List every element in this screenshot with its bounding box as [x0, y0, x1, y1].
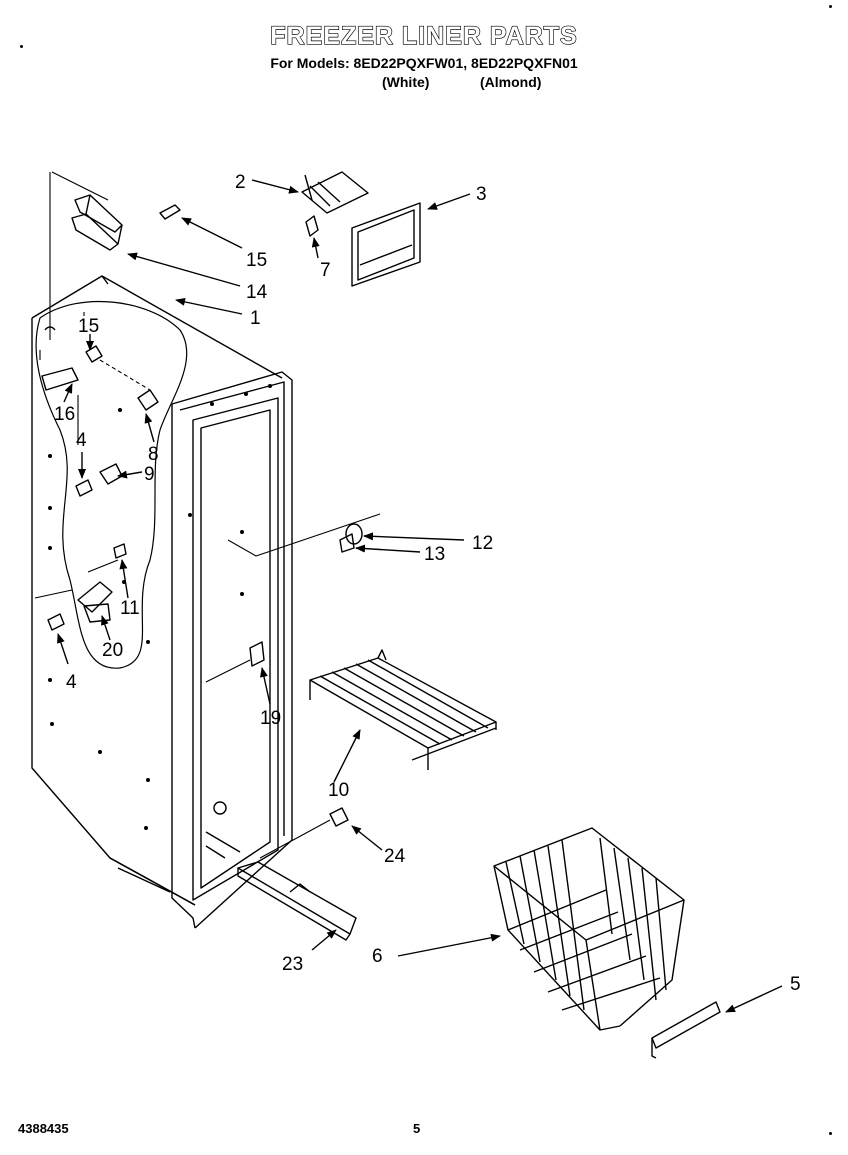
freezer-liner	[31, 275, 293, 929]
callout-19: 19	[260, 708, 281, 729]
wire-shelf-part-8	[309, 649, 497, 770]
panel-dots	[48, 384, 272, 830]
callout-1: 1	[250, 308, 261, 329]
corner-mark	[829, 5, 832, 8]
callout-20: 20	[102, 640, 123, 661]
rail-part-2	[301, 171, 369, 214]
fitting-part-11	[339, 523, 363, 553]
clip-part-6	[137, 389, 159, 411]
variant-almond: (Almond)	[480, 74, 542, 90]
variant-white: (White)	[382, 74, 430, 90]
page-number: 5	[413, 1121, 421, 1136]
screw-part-4	[75, 479, 93, 497]
bracket-part-7	[99, 463, 123, 485]
callout-8: 10	[328, 780, 349, 801]
screw-part-15	[159, 204, 181, 220]
wire-basket-part-10	[493, 827, 685, 1031]
callout-23: 23	[282, 954, 303, 975]
callout-14: 14	[246, 282, 268, 303]
callout-2: 2	[235, 172, 246, 193]
callout-15: 15	[246, 250, 267, 271]
callout-7: 9	[144, 464, 155, 485]
callout-4b: 4	[66, 672, 77, 693]
screw-part-24	[329, 807, 349, 827]
clip-part-19	[249, 641, 265, 667]
corner-mark	[20, 45, 23, 48]
callout-3: 3	[476, 184, 487, 205]
callout-12: 11	[120, 598, 140, 619]
document-number: 4388435	[18, 1121, 69, 1136]
callout-16: 16	[54, 404, 75, 425]
rail-part-23	[237, 861, 357, 941]
callout-24: 24	[384, 846, 406, 867]
callout-4: 4	[76, 430, 87, 451]
models-line: For Models: 8ED22PQXFW01, 8ED22PQXFN01	[270, 55, 578, 71]
callout-9: 5	[790, 974, 801, 995]
cover-part-3	[351, 202, 421, 287]
callout-11: 12	[472, 533, 493, 554]
screw-part-5	[305, 215, 319, 237]
hinge-part-20	[77, 581, 113, 623]
callout-13: 13	[424, 544, 445, 565]
callout-6: 8	[148, 444, 159, 465]
bracket-part-14	[71, 194, 123, 251]
page-title: FREEZER LINER PARTS	[270, 21, 578, 50]
callout-10: 6	[372, 946, 383, 967]
corner-mark	[829, 1132, 832, 1135]
callout-15b: 15	[78, 316, 99, 337]
screw-part-12	[113, 543, 127, 559]
screw-part-15b	[85, 345, 103, 363]
screw-part-4b	[47, 613, 65, 631]
callout-5: 7	[320, 260, 331, 281]
bracket-part-16	[41, 367, 79, 391]
trim-part-9	[651, 1001, 721, 1059]
